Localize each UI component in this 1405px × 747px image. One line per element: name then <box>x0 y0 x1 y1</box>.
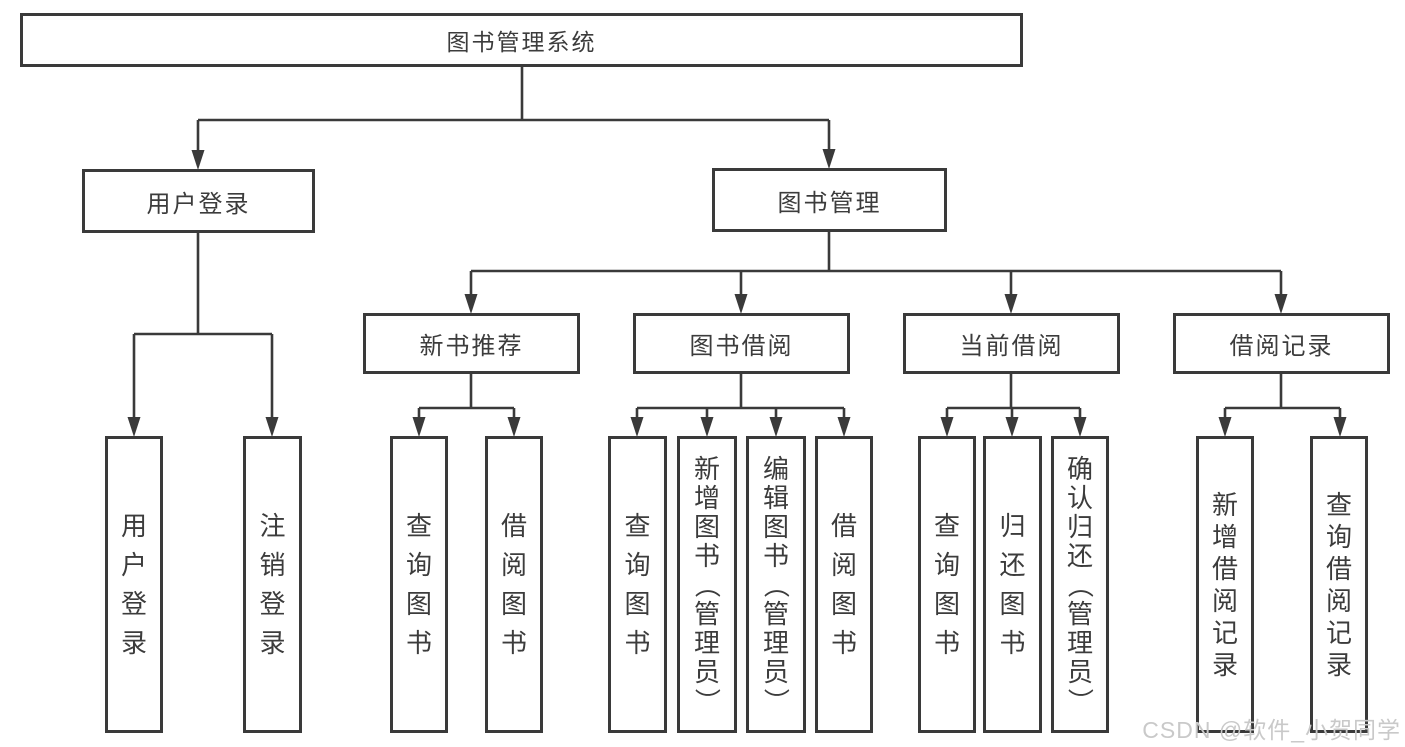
leaf-edit-book-admin: 编辑图书（管理员） <box>746 436 806 733</box>
leaf-query-borrow-record: 查询借阅记录 <box>1310 436 1368 733</box>
leaf-add-borrow-record: 新增借阅记录 <box>1196 436 1254 733</box>
leaf-logout: 注销登录 <box>243 436 302 733</box>
leaf-query-books-recommend: 查询图书 <box>390 436 448 733</box>
node-label: 新增图书（管理员） <box>691 453 722 714</box>
node-label: 借阅记录 <box>1229 333 1334 360</box>
node-label: 注销登录 <box>259 511 286 658</box>
node-label: 查询图书 <box>933 511 960 658</box>
node-book-borrowing: 图书借阅 <box>633 313 850 374</box>
leaf-return-books: 归还图书 <box>983 436 1042 733</box>
node-label: 图书借阅 <box>689 333 794 360</box>
node-book-management: 图书管理 <box>712 168 947 232</box>
node-new-book-recommend: 新书推荐 <box>363 313 580 374</box>
leaf-query-books-current: 查询图书 <box>918 436 976 733</box>
node-label: 编辑图书（管理员） <box>760 453 791 714</box>
leaf-user-login: 用户登录 <box>105 436 163 733</box>
node-label: 新书推荐 <box>419 333 524 360</box>
node-label: 图书管理 <box>777 189 882 217</box>
node-label: 用户登录 <box>146 190 251 218</box>
leaf-confirm-return-admin: 确认归还（管理员） <box>1051 436 1109 733</box>
node-label: 新增借阅记录 <box>1211 489 1238 680</box>
node-borrow-records: 借阅记录 <box>1173 313 1390 374</box>
node-label: 确认归还（管理员） <box>1064 453 1095 714</box>
watermark: CSDN @软件_小贺同学 <box>1142 717 1401 743</box>
leaf-borrow-books-recommend: 借阅图书 <box>485 436 543 733</box>
node-library-system: 图书管理系统 <box>20 13 1023 67</box>
leaf-add-book-admin: 新增图书（管理员） <box>677 436 737 733</box>
node-label: 查询图书 <box>624 511 651 658</box>
leaf-query-books-borrowing: 查询图书 <box>608 436 667 733</box>
node-label: 归还图书 <box>999 511 1026 658</box>
node-label: 图书管理系统 <box>446 29 597 55</box>
node-label: 查询借阅记录 <box>1325 489 1352 680</box>
leaf-borrow-books-borrowing: 借阅图书 <box>815 436 873 733</box>
node-label: 借阅图书 <box>500 511 527 658</box>
node-user-login: 用户登录 <box>82 169 315 233</box>
node-label: 借阅图书 <box>830 511 857 658</box>
node-label: 查询图书 <box>405 511 432 658</box>
node-label: 当前借阅 <box>959 333 1064 360</box>
node-label: 用户登录 <box>120 511 147 658</box>
node-current-borrowing: 当前借阅 <box>903 313 1120 374</box>
